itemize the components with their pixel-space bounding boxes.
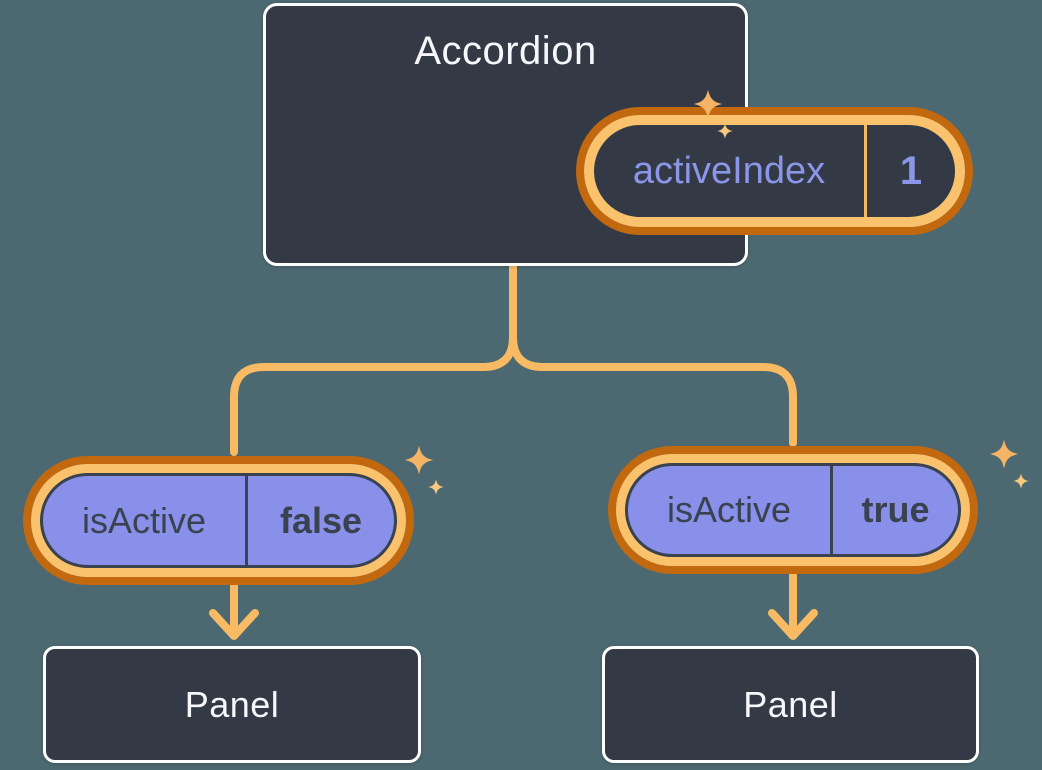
sparkle-icon <box>404 445 464 505</box>
state-pill-inner: activeIndex 1 <box>584 115 965 227</box>
sparkle-big-icon <box>404 445 434 475</box>
prop-pill-inner: isActive true <box>625 463 961 557</box>
prop-pill-isactive-left: isActive false <box>23 456 414 585</box>
state-pill-activeindex: activeIndex 1 <box>576 107 973 235</box>
sparkle-icon <box>989 439 1042 499</box>
branch-left-line <box>230 260 517 456</box>
panel-node-right: Panel <box>602 646 979 763</box>
sparkle-icon <box>693 89 753 149</box>
branch-right-line <box>509 260 797 447</box>
state-pill-divider <box>864 125 867 217</box>
prop-pill-isactive-right: isActive true <box>608 446 978 574</box>
sparkle-big-icon <box>693 89 723 119</box>
prop-pill-divider <box>830 466 833 554</box>
accordion-node-title: Accordion <box>414 29 597 73</box>
arrow-right-head <box>768 609 818 640</box>
prop-pill-value: false <box>279 499 363 541</box>
prop-pill-ring: isActive false <box>31 464 406 577</box>
accordion-node: Accordion activeIndex 1 <box>263 3 973 266</box>
prop-pill-label: isActive <box>81 499 207 541</box>
state-pill-value: 1 <box>899 148 923 193</box>
prop-pill-label: isActive <box>666 489 792 530</box>
panel-node-label: Panel <box>184 683 280 725</box>
sparkle-small-icon <box>428 479 444 495</box>
prop-pill-divider <box>245 476 248 565</box>
sparkle-small-icon <box>1013 473 1029 489</box>
prop-pill-inner: isActive false <box>40 473 397 568</box>
sparkle-big-icon <box>989 439 1019 469</box>
state-pill-label: activeIndex <box>632 149 826 192</box>
panel-node-left: Panel <box>43 646 421 763</box>
sparkle-small-icon <box>717 123 733 139</box>
panel-node-label: Panel <box>743 683 838 725</box>
arrow-left-head <box>209 609 259 640</box>
prop-pill-ring: isActive true <box>616 454 970 566</box>
prop-pill-value: true <box>861 489 930 530</box>
